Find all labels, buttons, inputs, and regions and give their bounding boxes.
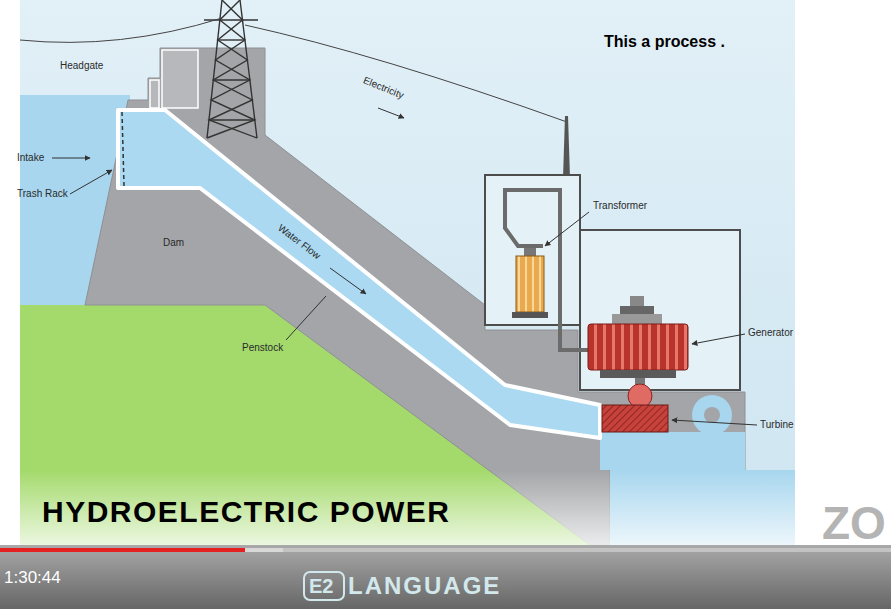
part-label: Dam [163,237,184,249]
diagram-title: HYDROELECTRIC POWER [42,494,451,530]
bottom-fade [0,470,891,546]
part-label: Intake [17,152,44,164]
leader-line [286,296,326,340]
spiral-casing [692,395,732,435]
flow-arrow [330,268,366,294]
part-label: Headgate [60,60,103,72]
note-text: This a process . [604,32,725,51]
part-label: Generator [748,327,793,339]
part-label: Penstock [242,342,283,354]
penstock-pipe [118,110,600,438]
leader-line [672,420,757,425]
trash-rack [122,112,124,186]
turbine-runner [602,405,668,432]
generator-top [612,314,662,324]
transformer-base [512,312,548,318]
generator-top [630,296,644,306]
flow-arrow [378,108,404,118]
power-line [245,25,567,122]
transformer-cap [524,248,536,256]
logo-text: LANGUAGE [348,572,501,601]
headgate-block [162,50,198,108]
sky [20,0,795,545]
generator-base [600,370,676,378]
power-line [20,18,222,42]
video-timestamp: 1:30:44 [4,568,61,588]
logo-bubble [304,572,344,600]
leader-line [70,170,112,194]
leader-lines [52,158,757,425]
leader-line [545,212,589,246]
watermark: ZO [822,496,886,551]
leader-line [692,334,745,344]
turbine-hub [628,384,652,408]
headgate-block [150,80,159,108]
part-label: Trash Rack [17,188,68,200]
progress-track [283,548,891,552]
logo-text: E2 [309,574,333,598]
leader-line [52,158,90,159]
tower-brace [213,79,250,80]
player-bar [0,545,891,609]
part-label: Turbine [760,419,794,431]
conduit [505,190,588,350]
part-label: Transformer [593,200,647,212]
transformer-room [485,175,580,325]
generator-room [580,230,740,390]
generator-top [620,306,654,314]
generator-body [588,324,688,370]
progress-buffered [245,548,283,552]
transformer-body [516,256,544,312]
progress-played [0,548,245,552]
tower-brace [218,39,245,40]
spiral-casing-core [704,407,720,423]
tower-brace [209,119,255,120]
power-pole [563,116,570,178]
